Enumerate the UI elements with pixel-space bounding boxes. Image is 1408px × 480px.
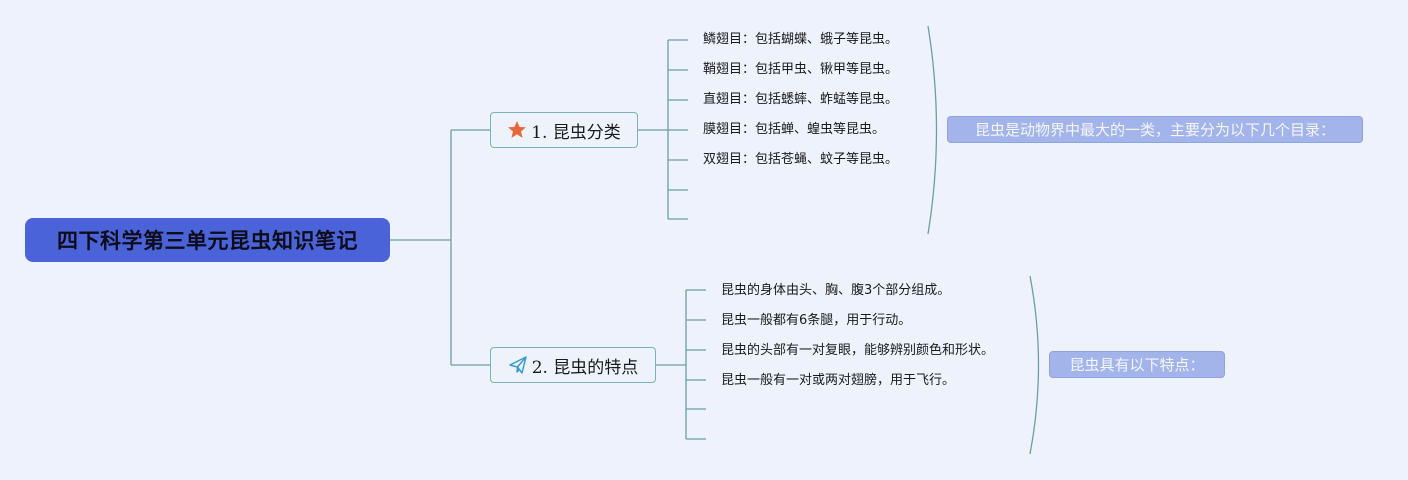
summary-classification[interactable]: 昆虫是动物界中最大的一类，主要分为以下几个目录： (947, 116, 1363, 143)
list-item[interactable]: 双翅目：包括苍蝇、蚊子等昆虫。 (703, 152, 899, 167)
star-icon (507, 120, 527, 140)
root-topic[interactable]: 四下科学第三单元昆虫知识笔记 (25, 218, 390, 262)
summary-features[interactable]: 昆虫具有以下特点： (1049, 351, 1225, 378)
list-item[interactable]: 鞘翅目：包括甲虫、锹甲等昆虫。 (703, 62, 899, 77)
summary-text: 昆虫是动物界中最大的一类，主要分为以下几个目录： (974, 121, 1335, 139)
branch-insect-classification[interactable]: 1. 昆虫分类 (490, 112, 638, 148)
list-item[interactable]: 昆虫的头部有一对复眼，能够辨别颜色和形状。 (721, 343, 995, 358)
root-title: 四下科学第三单元昆虫知识笔记 (57, 229, 358, 253)
branch-label: 1. 昆虫分类 (531, 122, 621, 143)
list-item[interactable]: 昆虫的身体由头、胸、腹3个部分组成。 (721, 283, 951, 298)
branch-label: 2. 昆虫的特点 (531, 357, 639, 378)
paper-plane-icon (508, 355, 528, 375)
list-item[interactable]: 昆虫一般有一对或两对翅膀，用于飞行。 (721, 373, 956, 388)
list-item[interactable]: 直翅目：包括蟋蟀、蚱蜢等昆虫。 (703, 92, 899, 107)
branch-insect-features[interactable]: 2. 昆虫的特点 (490, 347, 656, 383)
list-item[interactable]: 鳞翅目：包括蝴蝶、蛾子等昆虫。 (703, 32, 899, 47)
list-item[interactable]: 昆虫一般都有6条腿，用于行动。 (721, 313, 912, 328)
summary-text: 昆虫具有以下特点： (1069, 356, 1205, 374)
list-item[interactable]: 膜翅目：包括蝉、蝗虫等昆虫。 (703, 122, 886, 137)
